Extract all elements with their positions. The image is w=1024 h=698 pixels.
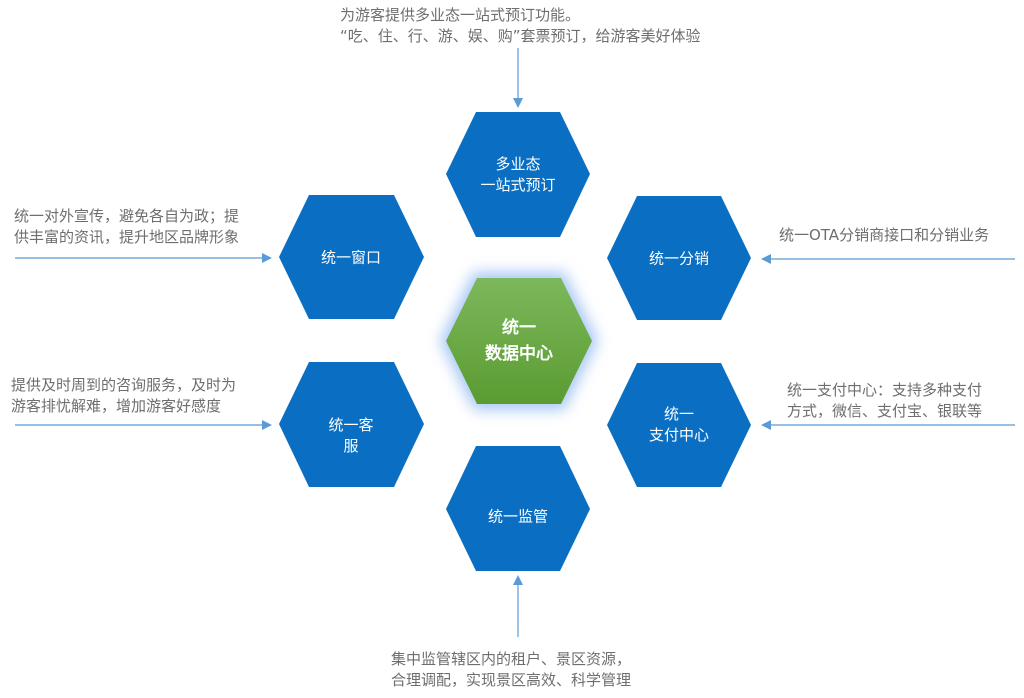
desc-left-bottom-line2: 游客排忧解难，增加游客好感度 <box>11 397 222 415</box>
node-left-bottom-label: 统一客 服 <box>328 415 373 457</box>
desc-bottom: 集中监管辖区内的租户、景区资源， 合理调配，实现景区高效、科学管理 <box>391 649 631 691</box>
center-line2: 数据中心 <box>485 344 553 364</box>
desc-right-top: 统一OTA分销商接口和分销业务 <box>779 225 989 246</box>
desc-right-bottom-line1: 统一支付中心：支持多种支付 <box>787 381 983 399</box>
desc-top-line2: “吃、住、行、游、娱、购”套票预订，给游客美好体验 <box>340 27 701 45</box>
node-top-label: 多业态 一站式预订 <box>480 154 555 196</box>
desc-bottom-line1: 集中监管辖区内的租户、景区资源， <box>391 650 632 668</box>
center-label: 统一 数据中心 <box>485 315 553 367</box>
hex-right-top <box>607 196 751 320</box>
center-hex <box>446 278 592 404</box>
desc-right-bottom-line2: 方式，微信、支付宝、银联等 <box>787 402 983 420</box>
desc-bottom-line2: 合理调配，实现景区高效、科学管理 <box>391 671 632 689</box>
desc-left-bottom-line1: 提供及时周到的咨询服务，及时为 <box>11 376 237 394</box>
desc-left-top: 统一对外宣传，避免各自为政；提 供丰富的资讯，提升地区品牌形象 <box>14 206 239 248</box>
hex-left-top <box>279 195 424 319</box>
node-right-top-label: 统一分销 <box>648 249 710 268</box>
desc-right-top-line1: 统一OTA分销商接口和分销业务 <box>779 226 990 244</box>
node-left-bottom-line2: 服 <box>343 437 359 455</box>
desc-left-top-line2: 供丰富的资讯，提升地区品牌形象 <box>14 228 240 246</box>
desc-left-top-line1: 统一对外宣传，避免各自为政；提 <box>14 207 240 225</box>
desc-left-bottom: 提供及时周到的咨询服务，及时为 游客排忧解难，增加游客好感度 <box>11 375 236 417</box>
desc-top: 为游客提供多业态一站式预订功能。 “吃、住、行、游、娱、购”套票预订，给游客美好… <box>340 5 701 47</box>
node-right-bottom-line1: 统一 <box>663 405 695 423</box>
hex-top <box>446 112 590 237</box>
node-right-bottom-line2: 支付中心 <box>648 426 710 444</box>
node-bottom-label: 统一监管 <box>487 507 549 526</box>
node-left-bottom-line1: 统一客 <box>328 416 374 434</box>
node-right-bottom-label: 统一 支付中心 <box>649 404 709 446</box>
hex-left-bottom <box>279 362 424 487</box>
node-left-top-label: 统一窗口 <box>320 248 382 267</box>
node-top-line1: 多业态 <box>495 155 541 173</box>
desc-right-bottom: 统一支付中心：支持多种支付 方式，微信、支付宝、银联等 <box>787 380 982 422</box>
hex-bottom <box>446 446 590 571</box>
node-top-line2: 一站式预订 <box>480 176 556 194</box>
center-line1: 统一 <box>502 318 536 338</box>
desc-top-line1: 为游客提供多业态一站式预订功能。 <box>340 6 581 24</box>
hex-right-bottom <box>607 363 751 487</box>
